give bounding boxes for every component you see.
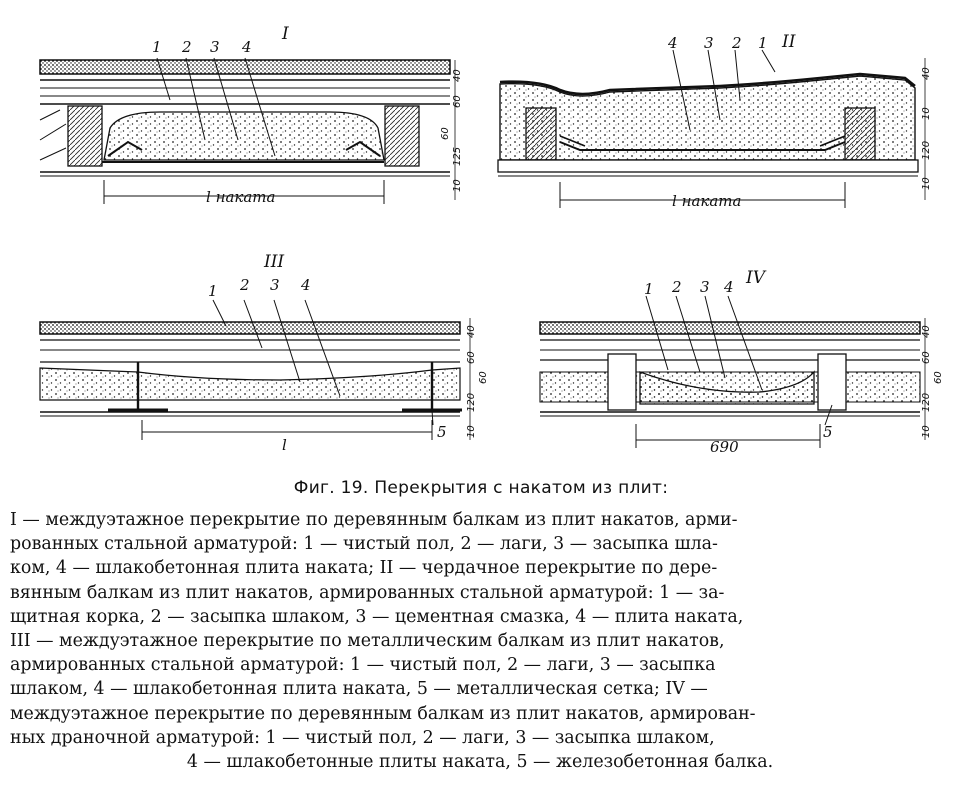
diagram-I-dim-3: 60 bbox=[440, 127, 451, 140]
diagram-II-dim-4: 10 bbox=[921, 177, 932, 190]
legend-line: ных драночной арматурой: 1 — чистый пол,… bbox=[10, 727, 715, 748]
diagram-I-dim-1: 40 bbox=[452, 69, 463, 82]
diagram-IV bbox=[539, 295, 926, 448]
diagram-I-span-label: l наката bbox=[206, 188, 276, 206]
diagram-II-dim-2: 10 bbox=[921, 107, 932, 120]
legend-line: шлаком, 4 — шлакобетонная плита наката, … bbox=[10, 679, 708, 700]
legend-line: III — междуэтажное перекрытие по металли… bbox=[10, 631, 725, 652]
legend-line: рованных стальной арматурой: 1 — чистый … bbox=[10, 534, 718, 555]
diagram-III-callout-3: 3 bbox=[270, 276, 280, 294]
diagram-II-dim-1: 40 bbox=[921, 67, 932, 80]
diagram-II bbox=[497, 49, 926, 208]
section-drawings-svg bbox=[39, 49, 926, 448]
diagram-III bbox=[39, 299, 471, 440]
legend-line: вянным балкам из плит накатов, армирован… bbox=[10, 582, 725, 603]
diagram-II-span-label: l наката bbox=[672, 192, 742, 210]
diagram-I-dim-2: 60 bbox=[452, 95, 463, 108]
diagram-II-callout-3: 3 bbox=[704, 34, 714, 52]
diagram-IV-dim-4: 120 bbox=[921, 392, 932, 412]
legend-line: щитная корка, 2 — засыпка шлаком, 3 — це… bbox=[10, 606, 744, 627]
diagram-I-dim-5: 10 bbox=[452, 179, 463, 192]
diagram-III-callout-1: 1 bbox=[208, 282, 218, 300]
diagram-IV-callout-5: 5 bbox=[823, 423, 833, 441]
diagram-I-callout-4: 4 bbox=[242, 38, 252, 56]
diagram-IV-callout-3: 3 bbox=[700, 278, 710, 296]
diagram-IV-dim-3: 60 bbox=[933, 371, 944, 384]
diagram-I bbox=[39, 57, 456, 204]
diagram-II-dim-3: 120 bbox=[921, 140, 932, 160]
diagram-III-callout-5: 5 bbox=[437, 423, 447, 441]
diagram-II-title: II bbox=[782, 32, 796, 52]
diagram-II-callout-2: 2 bbox=[732, 34, 742, 52]
diagram-IV-dim-2: 60 bbox=[921, 351, 932, 364]
diagram-IV-title: IV bbox=[746, 268, 765, 288]
diagram-IV-callout-1: 1 bbox=[644, 280, 654, 298]
diagram-I-callout-2: 2 bbox=[182, 38, 192, 56]
legend-line: ком, 4 — шлакобетонная плита наката; II … bbox=[10, 558, 718, 579]
diagram-III-dim-4: 120 bbox=[466, 392, 477, 412]
legend-line: 4 — шлакобетонные плиты наката, 5 — желе… bbox=[186, 752, 774, 773]
legend-line: армированных стальной арматурой: 1 — чис… bbox=[10, 655, 716, 676]
diagram-III-callout-2: 2 bbox=[240, 276, 250, 294]
legend-line: междуэтажное перекрытие по деревянным ба… bbox=[10, 703, 756, 724]
diagram-I-title: I bbox=[282, 24, 289, 44]
legend-line: I — междуэтажное перекрытие по деревянны… bbox=[10, 510, 738, 530]
diagram-III-title: III bbox=[264, 252, 285, 272]
diagram-I-callout-1: 1 bbox=[152, 38, 162, 56]
diagram-III-dim-3: 60 bbox=[478, 371, 489, 384]
diagram-III-callout-4: 4 bbox=[301, 276, 311, 294]
diagram-I-dim-4: 125 bbox=[452, 146, 463, 166]
diagram-III-span-label: l bbox=[282, 436, 287, 454]
diagram-IV-callout-4: 4 bbox=[724, 278, 734, 296]
diagram-IV-dim-1: 40 bbox=[921, 325, 932, 338]
diagram-IV-callout-2: 2 bbox=[672, 278, 682, 296]
figure-19-drawings: I II III IV 1 2 3 4 l наката 4 3 2 1 l н… bbox=[39, 24, 944, 456]
diagram-II-callout-4: 4 bbox=[668, 34, 678, 52]
diagram-I-callout-3: 3 bbox=[210, 38, 220, 56]
diagram-III-dim-5: 10 bbox=[466, 425, 477, 438]
diagram-III-dim-2: 60 bbox=[466, 351, 477, 364]
diagram-IV-span-label: 690 bbox=[710, 438, 739, 456]
diagram-IV-dim-5: 10 bbox=[921, 425, 932, 438]
figure-legend: I — междуэтажное перекрытие по деревянны… bbox=[10, 508, 950, 774]
diagram-III-dim-1: 40 bbox=[466, 325, 477, 338]
figure-caption: Фиг. 19. Перекрытия с накатом из плит: bbox=[293, 478, 669, 498]
diagram-II-callout-1: 1 bbox=[758, 34, 768, 52]
